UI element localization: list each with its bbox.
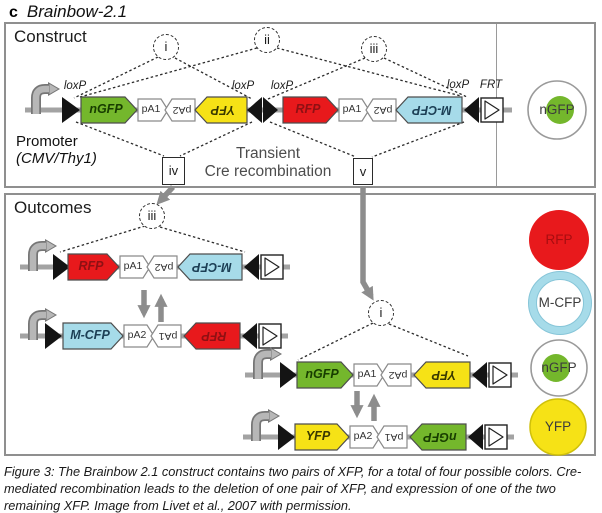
- ngfp-label: nGFP: [305, 367, 339, 381]
- rfp-label: RFP: [78, 259, 104, 273]
- frt-label: FRT: [479, 79, 503, 91]
- panel-letter: c: [9, 4, 18, 21]
- outcomes-panel-label: Outcomes: [14, 198, 92, 217]
- legend-label-ngfp: nGFP: [541, 360, 577, 375]
- pa1-label: pA1: [357, 368, 377, 380]
- construct-name: Brainbow-2.1: [26, 2, 128, 21]
- yfp-label: YFP: [305, 429, 331, 443]
- outcomes-panel: [4, 193, 596, 456]
- pa1-label: pA1: [141, 103, 161, 115]
- legend-label-yfp: YFP: [544, 419, 572, 434]
- pa2-label: pA2: [353, 430, 373, 442]
- rfp-label: RFP: [295, 102, 321, 116]
- event-box-iv: iv: [162, 157, 185, 185]
- pa2-label: pA2: [127, 329, 147, 341]
- event-box-v: v: [353, 158, 373, 185]
- figure-title: c Brainbow-2.1: [9, 2, 127, 22]
- pa1-label-reversed: pA1: [384, 431, 404, 443]
- mcfp-label: M-CFP: [70, 328, 110, 342]
- ngfp-label-reversed: nGFP: [423, 430, 457, 444]
- promoter-sublabel: (CMV/Thy1): [16, 150, 97, 167]
- ngfp-cell-label: nGFP: [539, 102, 575, 117]
- outcome-circle-i: i: [368, 300, 394, 326]
- event-circle-i: i: [153, 34, 179, 60]
- mcfp-label-reversed: M-CFP: [412, 103, 452, 117]
- pa2-label-reversed: pA2: [154, 261, 174, 273]
- pa1-label: pA1: [123, 260, 143, 272]
- construct-panel-divider: [496, 24, 497, 186]
- loxp-label: loxP: [270, 80, 294, 92]
- outcome-circle-iii: iii: [139, 203, 165, 229]
- mcfp-label-reversed: M-CFP: [192, 260, 232, 274]
- loxp-label: loxP: [231, 80, 255, 92]
- cre-label-line1: Transient: [235, 145, 301, 162]
- pa1-label-reversed: pA1: [158, 330, 178, 342]
- event-circle-iii: iii: [361, 36, 387, 62]
- pa1-label: pA1: [342, 103, 362, 115]
- promoter-label: Promoter: [16, 133, 78, 150]
- pa2-label-reversed: pA2: [373, 104, 393, 116]
- legend-label-mcfp: M-CFP: [538, 295, 582, 310]
- loxp-label: loxP: [446, 79, 470, 91]
- pa2-label-reversed: pA2: [388, 369, 408, 381]
- construct-panel-label: Construct: [14, 27, 87, 46]
- yfp-label-reversed: YFP: [431, 368, 457, 382]
- yfp-label-reversed: YFP: [210, 103, 236, 117]
- ngfp-label: nGFP: [89, 102, 123, 116]
- cre-label-line2: Cre recombination: [204, 163, 332, 180]
- loxp-label: loxP: [63, 80, 87, 92]
- event-circle-ii: ii: [254, 27, 280, 53]
- legend-label-rfp: RFP: [545, 232, 573, 247]
- figure-caption: Figure 3: The Brainbow 2.1 construct con…: [4, 464, 582, 513]
- rfp-label-reversed: RFP: [201, 329, 227, 343]
